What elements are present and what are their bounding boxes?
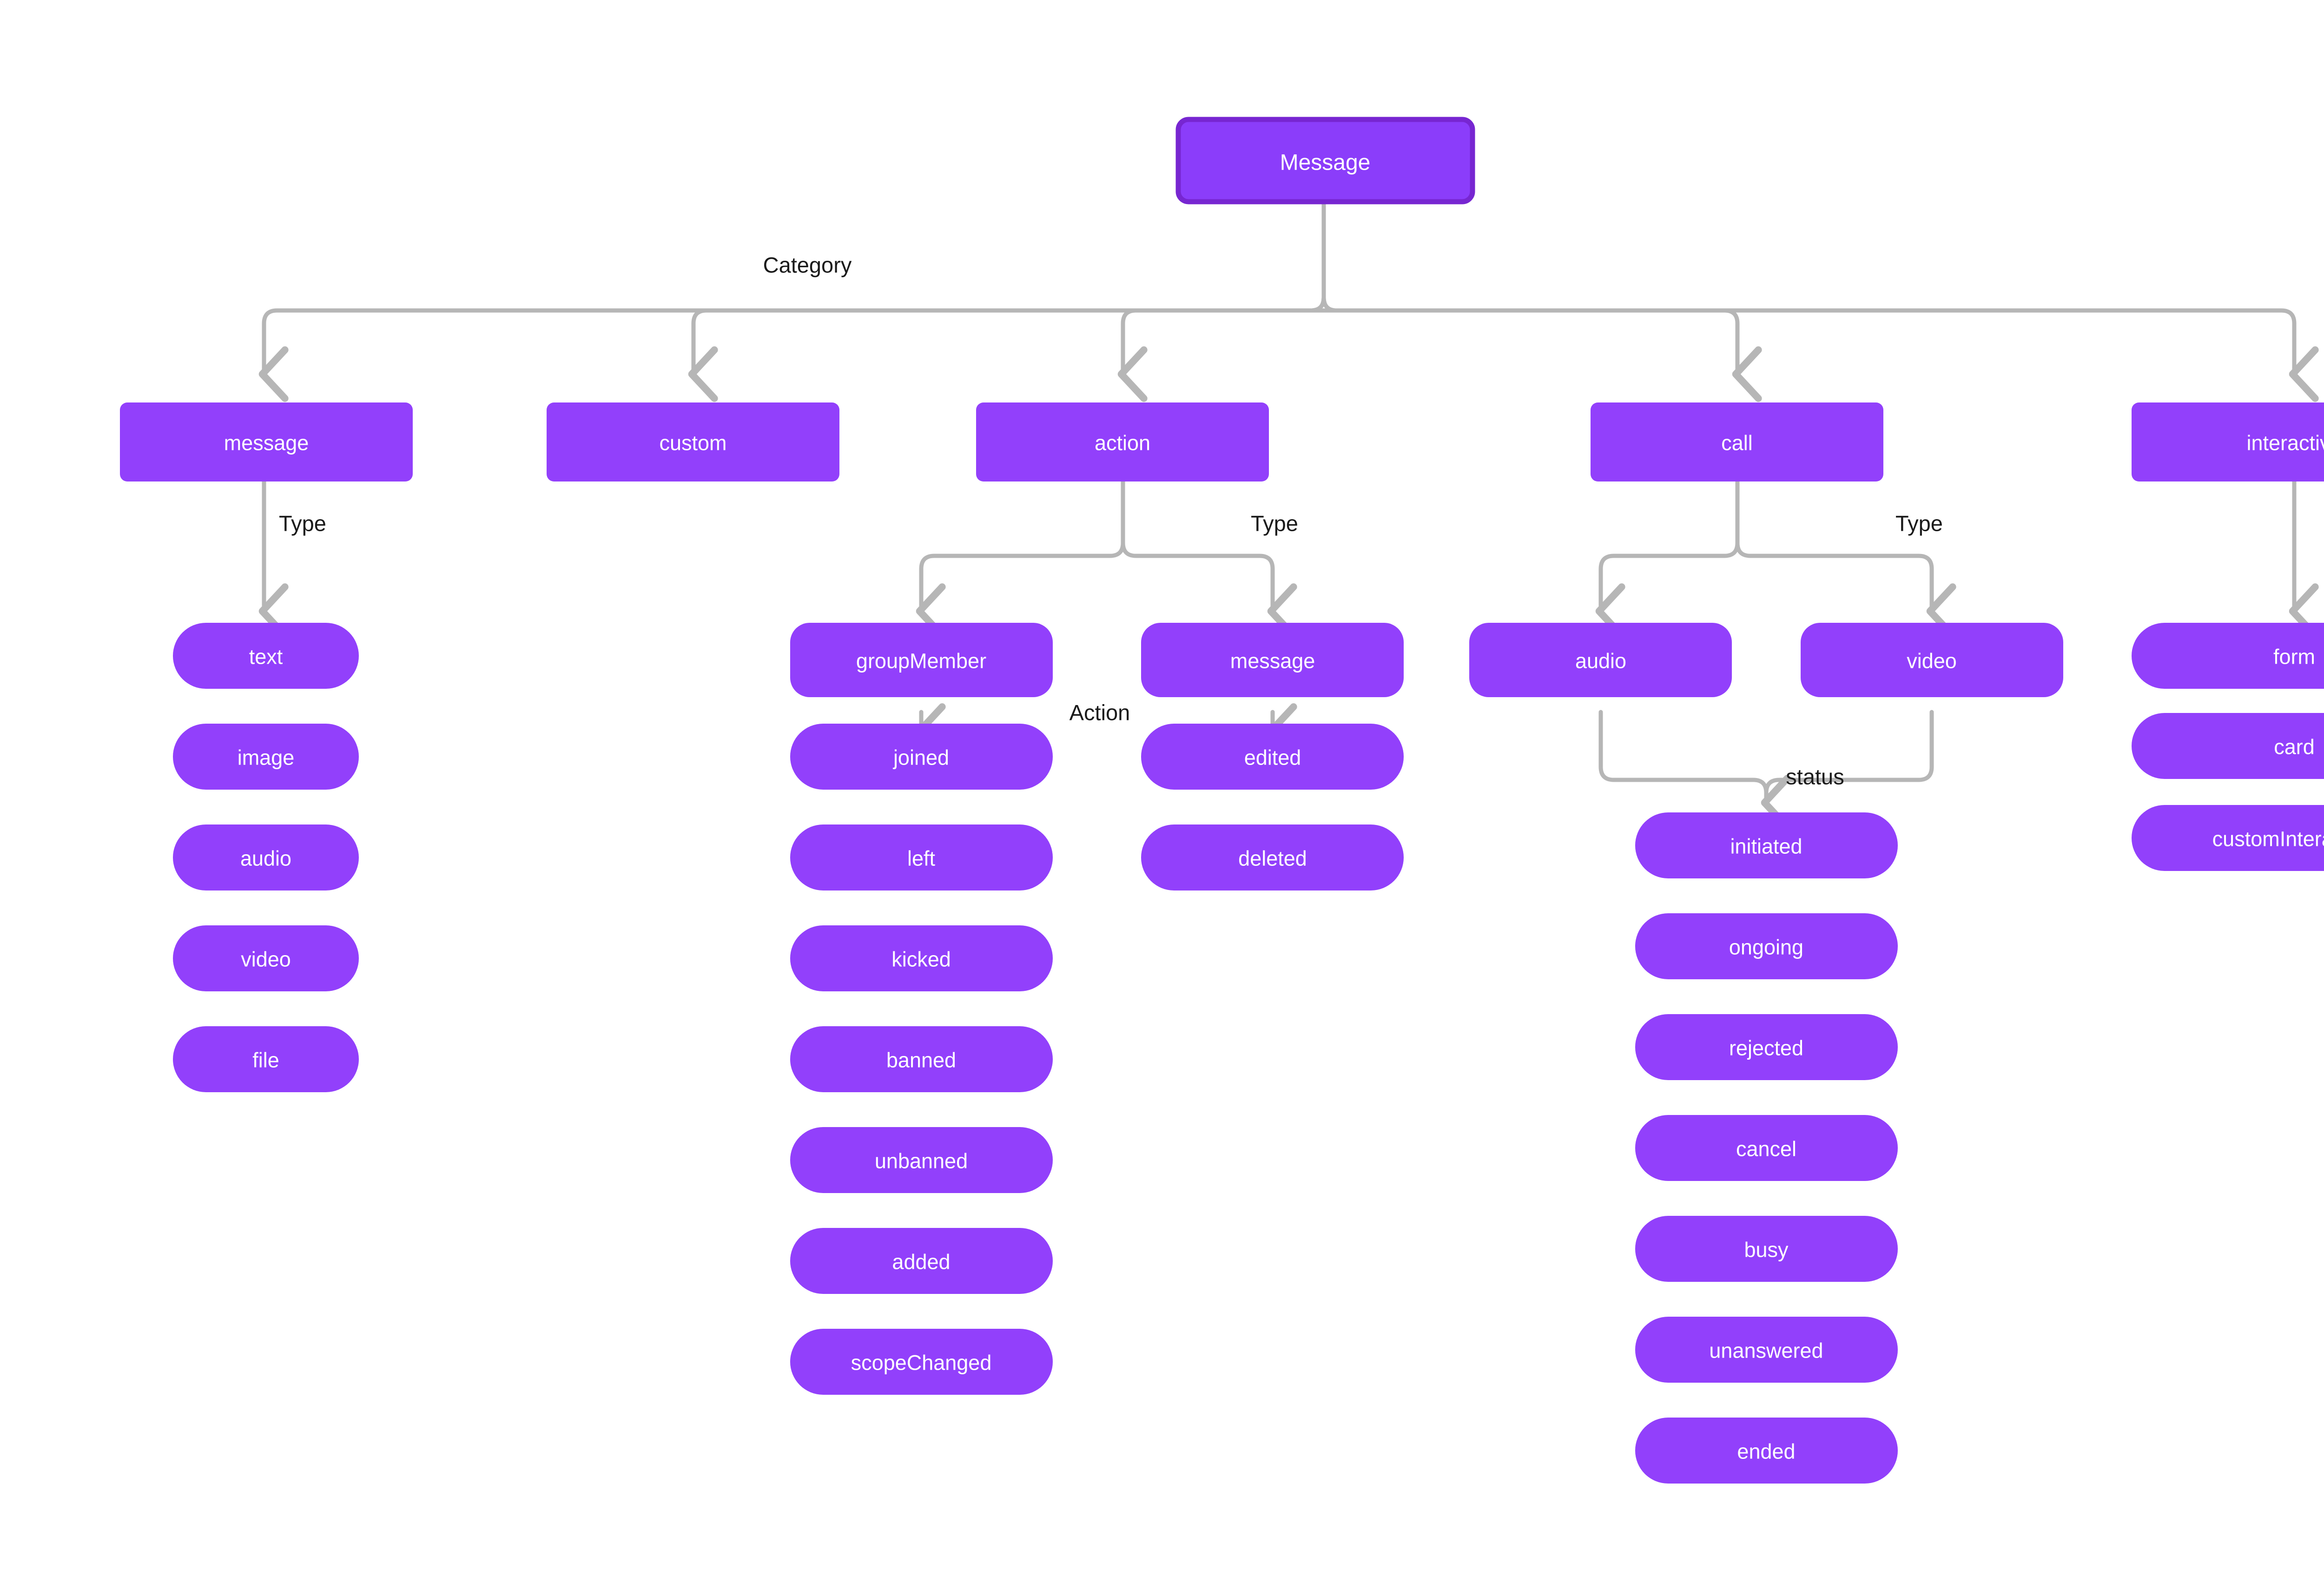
node-cat-action-shape[interactable] bbox=[976, 402, 1269, 481]
node-cat-message[interactable]: message bbox=[120, 402, 413, 481]
node-type-text-shape[interactable] bbox=[173, 623, 359, 689]
node-root-message[interactable]: Message bbox=[1175, 117, 1475, 204]
node-int-custominteractive[interactable]: customInteractive bbox=[2132, 805, 2324, 871]
node-st-initiated-shape[interactable] bbox=[1635, 812, 1898, 878]
node-gm-unbanned[interactable]: unbanned bbox=[790, 1127, 1053, 1193]
node-ma-edited[interactable]: edited bbox=[1141, 724, 1404, 790]
node-st-ongoing[interactable]: ongoing bbox=[1635, 913, 1898, 979]
node-call-audio[interactable]: audio bbox=[1469, 623, 1732, 697]
edge-label-status: status bbox=[1786, 765, 1844, 789]
node-gm-scopechanged-shape[interactable] bbox=[790, 1329, 1053, 1395]
node-cat-interactive[interactable]: interactive bbox=[2132, 402, 2324, 481]
edge-label-layer: Category Type Type Action Type status Ty… bbox=[279, 253, 1943, 789]
node-st-ended-shape[interactable] bbox=[1635, 1418, 1898, 1484]
edge-action-to-groupmember bbox=[916, 479, 1125, 639]
node-gm-added-shape[interactable] bbox=[790, 1228, 1053, 1294]
node-st-rejected[interactable]: rejected bbox=[1635, 1014, 1898, 1080]
node-ma-deleted[interactable]: deleted bbox=[1141, 824, 1404, 890]
node-call-video[interactable]: video bbox=[1801, 623, 2063, 697]
node-action-message[interactable]: message bbox=[1141, 623, 1404, 697]
node-st-cancel[interactable]: cancel bbox=[1635, 1115, 1898, 1181]
node-type-image-shape[interactable] bbox=[173, 724, 359, 790]
edge-callaudio-to-status bbox=[1598, 710, 1769, 805]
node-st-initiated[interactable]: initiated bbox=[1635, 812, 1898, 878]
edge-call-to-callvideo bbox=[1735, 479, 1956, 639]
node-layer: Message message custom action call in bbox=[120, 117, 2324, 1484]
node-gm-kicked-shape[interactable] bbox=[790, 925, 1053, 991]
node-st-busy[interactable]: busy bbox=[1635, 1216, 1898, 1282]
node-int-custominteractive-shape[interactable] bbox=[2132, 805, 2324, 871]
node-st-busy-shape[interactable] bbox=[1635, 1216, 1898, 1282]
edge-callvideo-to-status bbox=[1764, 710, 1934, 805]
node-st-rejected-shape[interactable] bbox=[1635, 1014, 1898, 1080]
node-type-video[interactable]: video bbox=[173, 925, 359, 991]
node-cat-action[interactable]: action bbox=[976, 402, 1269, 481]
node-call-audio-shape[interactable] bbox=[1469, 623, 1732, 697]
edge-root-to-action bbox=[1117, 295, 1326, 402]
node-type-image[interactable]: image bbox=[173, 724, 359, 790]
node-int-card-shape[interactable] bbox=[2132, 713, 2324, 779]
node-ma-edited-shape[interactable] bbox=[1141, 724, 1404, 790]
node-action-message-shape[interactable] bbox=[1141, 623, 1404, 697]
node-ma-deleted-shape[interactable] bbox=[1141, 824, 1404, 890]
edge-root-to-interactive bbox=[1321, 295, 2319, 402]
node-gm-banned[interactable]: banned bbox=[790, 1026, 1053, 1092]
edge-label-type-action: Type bbox=[1251, 511, 1298, 536]
node-type-audio-shape[interactable] bbox=[173, 824, 359, 890]
node-cat-message-shape[interactable] bbox=[120, 402, 413, 481]
node-gm-banned-shape[interactable] bbox=[790, 1026, 1053, 1092]
node-cat-call[interactable]: call bbox=[1591, 402, 1883, 481]
node-int-form-shape[interactable] bbox=[2132, 623, 2324, 689]
edge-label-type-message: Type bbox=[279, 511, 326, 536]
node-action-groupmember[interactable]: groupMember bbox=[790, 623, 1053, 697]
node-cat-custom-shape[interactable] bbox=[547, 402, 839, 481]
node-cat-custom[interactable]: custom bbox=[547, 402, 839, 481]
node-type-audio[interactable]: audio bbox=[173, 824, 359, 890]
node-st-cancel-shape[interactable] bbox=[1635, 1115, 1898, 1181]
node-gm-scopechanged[interactable]: scopeChanged bbox=[790, 1329, 1053, 1395]
edge-label-type-call: Type bbox=[1895, 511, 1943, 536]
node-st-ongoing-shape[interactable] bbox=[1635, 913, 1898, 979]
edge-label-action: Action bbox=[1070, 700, 1130, 725]
node-gm-joined[interactable]: joined bbox=[790, 724, 1053, 790]
node-gm-unbanned-shape[interactable] bbox=[790, 1127, 1053, 1193]
node-st-ended[interactable]: ended bbox=[1635, 1418, 1898, 1484]
edge-label-category: Category bbox=[763, 253, 852, 277]
edge-call-to-callaudio bbox=[1595, 479, 1740, 639]
node-type-file[interactable]: file bbox=[173, 1026, 359, 1092]
node-st-unanswered-shape[interactable] bbox=[1635, 1317, 1898, 1383]
edge-action-to-actionmessage bbox=[1121, 479, 1297, 639]
node-cat-call-shape[interactable] bbox=[1591, 402, 1883, 481]
node-gm-left-shape[interactable] bbox=[790, 824, 1053, 890]
node-cat-interactive-shape[interactable] bbox=[2132, 402, 2324, 481]
node-gm-added[interactable]: added bbox=[790, 1228, 1053, 1294]
node-gm-left[interactable]: left bbox=[790, 824, 1053, 890]
node-action-groupmember-shape[interactable] bbox=[790, 623, 1053, 697]
node-type-file-shape[interactable] bbox=[173, 1026, 359, 1092]
node-st-unanswered[interactable]: unanswered bbox=[1635, 1317, 1898, 1383]
node-call-video-shape[interactable] bbox=[1801, 623, 2063, 697]
node-int-card[interactable]: card bbox=[2132, 713, 2324, 779]
node-type-video-shape[interactable] bbox=[173, 925, 359, 991]
node-int-form[interactable]: form bbox=[2132, 623, 2324, 689]
node-gm-joined-shape[interactable] bbox=[790, 724, 1053, 790]
node-root-message-shape[interactable] bbox=[1175, 117, 1475, 204]
edge-layer bbox=[258, 199, 2319, 831]
node-gm-kicked[interactable]: kicked bbox=[790, 925, 1053, 991]
edge-root-to-bus bbox=[1308, 199, 1339, 313]
node-type-text[interactable]: text bbox=[173, 623, 359, 689]
